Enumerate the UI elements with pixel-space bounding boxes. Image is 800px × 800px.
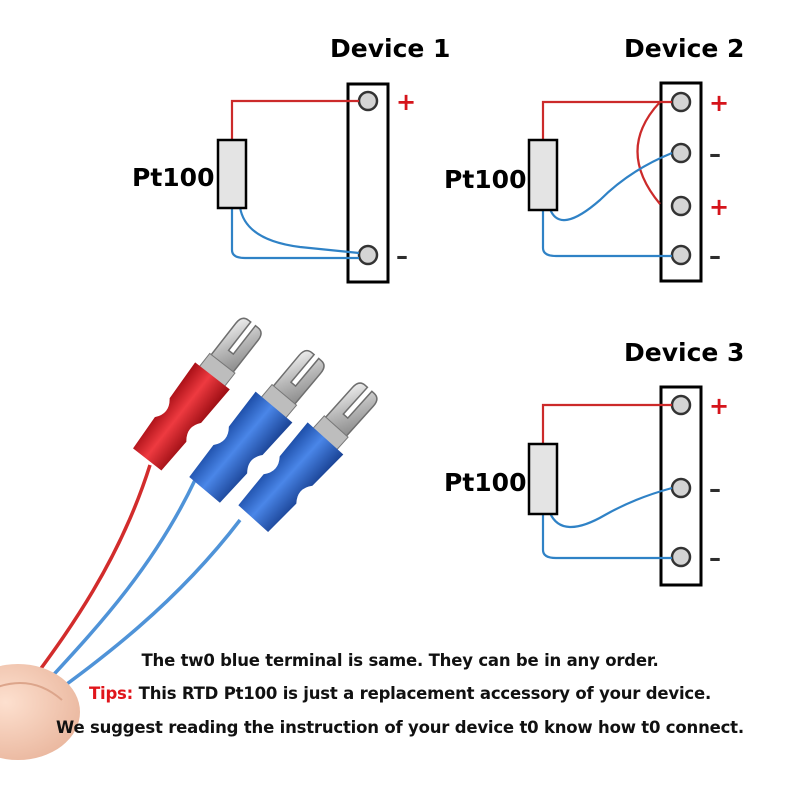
device-1-sensor-label: Pt100	[132, 163, 214, 192]
tips-label: Tips:	[88, 684, 134, 703]
device-3-sign-negative: –	[709, 544, 721, 572]
blue-fork-terminal	[238, 382, 378, 533]
device-2-title: Device 2	[624, 34, 744, 63]
blue-fork-terminal	[189, 349, 325, 503]
device-2-terminal-screw	[670, 142, 692, 164]
device-2-terminal-screw	[670, 195, 692, 217]
device-3-terminal-screw	[670, 394, 692, 416]
device-1-sign-positive: +	[396, 88, 416, 116]
device-3-title: Device 3	[624, 338, 744, 367]
device-3-sign-positive: +	[709, 392, 729, 420]
device-3-blue-wire	[548, 486, 673, 529]
device-2-red-wire	[541, 100, 672, 142]
device-2-red-jumper-wire	[636, 101, 661, 205]
device-1-red-wire	[230, 99, 359, 142]
device-3: Device 3 + – – Pt100	[444, 338, 744, 587]
device-1-sign-negative: –	[396, 242, 408, 270]
blue-lead-wire	[43, 518, 242, 702]
device-2-terminal-screw	[670, 244, 692, 266]
device-3-terminal-screw	[670, 477, 692, 499]
device-1-terminal-screw	[357, 244, 379, 266]
device-2-sign-positive: +	[709, 193, 729, 221]
device-3-terminal-screw	[670, 546, 692, 568]
device-1-terminal-screw	[357, 90, 379, 112]
red-fork-terminal	[133, 317, 262, 471]
device-3-sensor-label: Pt100	[444, 468, 526, 497]
device-1-blue-wire	[238, 206, 360, 255]
device-3-blue-wire	[541, 513, 672, 560]
fingertip-crease	[0, 681, 63, 701]
device-3-red-wire	[541, 403, 672, 446]
sensor-leads-illustration	[0, 317, 378, 760]
device-2-sign-negative: –	[709, 242, 721, 270]
device-2-blue-wire	[541, 209, 672, 258]
device-2-terminal-screw	[670, 91, 692, 113]
caption-line-1: The tw0 blue terminal is same. They can …	[141, 651, 659, 670]
device-1: Device 1 + – Pt100	[132, 34, 450, 284]
device-1-blue-wire	[230, 207, 359, 260]
fingertip	[0, 664, 80, 760]
caption-line-3: We suggest reading the instruction of yo…	[56, 718, 744, 737]
tips-text: This RTD Pt100 is just a replacement acc…	[133, 684, 712, 703]
device-1-pt100-sensor	[216, 138, 248, 210]
device-2-sensor-label: Pt100	[444, 165, 526, 194]
device-2: Device 2 + – + – Pt100	[444, 34, 744, 283]
device-2-blue-wire	[548, 151, 673, 222]
caption-line-2: Tips: This RTD Pt100 is just a replaceme…	[0, 684, 800, 703]
device-3-pt100-sensor	[527, 442, 559, 516]
device-2-sign-positive: +	[709, 89, 729, 117]
device-2-pt100-sensor	[527, 138, 559, 212]
device-1-title: Device 1	[330, 34, 450, 63]
device-3-sign-negative: –	[709, 475, 721, 503]
red-lead-wire	[23, 464, 152, 692]
device-2-sign-negative: –	[709, 140, 721, 168]
